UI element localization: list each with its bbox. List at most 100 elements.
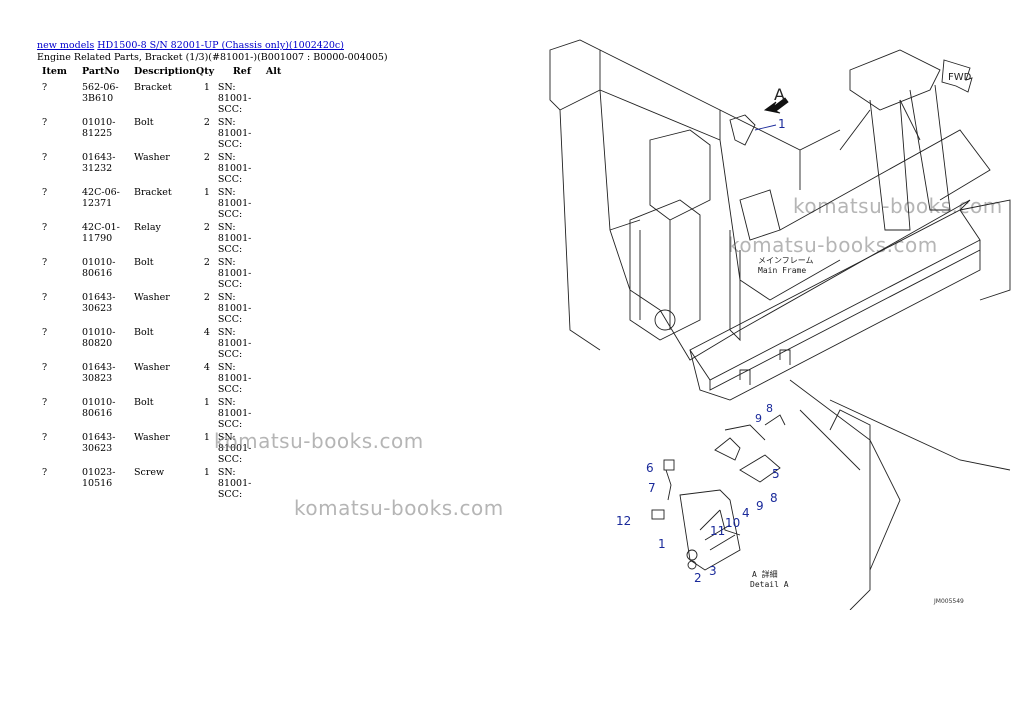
ref-cell: SN: 81001-SCC: [218,220,266,255]
partno-cell: 42C-01-11790 [82,222,120,244]
detail-jp: A 詳細 [752,569,778,579]
ref-serial: SN: 81001- [217,152,252,174]
partno-cell: 01643-30623 [82,292,116,314]
ref-serial: SN: 81001- [217,222,252,244]
description-cell: Bolt [134,397,154,408]
qty-cell: 4 [203,362,210,373]
page-title: Engine Related Parts, Bracket (1/3)(#810… [37,52,388,63]
item-cell: ? [42,82,48,93]
callout-5: 5 [772,467,780,481]
partno-cell: 01643-31232 [82,152,116,174]
breadcrumb-link-model[interactable]: HD1500-8 S/N 82001-UP (Chassis only)(100… [97,40,344,51]
callout-8b: 8 [770,491,778,505]
description-cell: Screw [134,467,165,478]
item-cell: ? [42,292,48,303]
qty-cell: 2 [203,257,210,268]
ref-serial: SN: 81001- [217,257,252,279]
main-frame-jp: メインフレーム [758,256,814,265]
ref-serial: SN: 81001- [217,117,252,139]
item-cell: ? [42,432,48,443]
parts-table: Item PartNo Description Qty Ref Alt ?562… [37,66,296,500]
callout-1: 1 [778,117,786,131]
alt-cell [266,360,296,395]
parts-diagram: FWD A 1 メインフレーム Main Frame 9 8 6 7 5 [540,30,1020,611]
callout-7: 7 [648,481,656,495]
ref-cell: SN: 81001-SCC: [218,465,266,500]
header-item: Item [42,66,67,77]
ref-scc: SCC: [217,279,243,290]
description-cell: Washer [134,362,170,373]
qty-cell: 2 [203,152,210,163]
partno-cell: 01010-80820 [82,327,116,349]
callout-8: 8 [766,402,773,415]
qty-cell: 1 [203,187,210,198]
partno-cell: 01010-81225 [82,117,116,139]
callout-2: 2 [694,571,702,585]
partno-cell: 01010-80616 [82,397,116,419]
partno-cell: 01023-10516 [82,467,116,489]
table-row: ? 42C-01-11790 Relay 2 SN: 81001-SCC: [37,220,296,255]
ref-serial: SN: 81001- [217,292,252,314]
ref-scc: SCC: [217,349,243,360]
ref-cell: SN: 81001-SCC: [218,255,266,290]
ref-serial: SN: 81001- [217,187,252,209]
callout-1b: 1 [658,537,666,551]
callout-9b: 9 [756,499,764,513]
callout-11: 11 [710,524,725,538]
qty-cell: 2 [203,292,210,303]
table-row: ? 01643-30623 Washer 2 SN: 81001-SCC: [37,290,296,325]
qty-cell: 1 [203,467,210,478]
callout-6: 6 [646,461,654,475]
description-cell: Washer [134,432,170,443]
item-cell: ? [42,362,48,373]
header-qty: Qty [195,66,215,77]
header-ref: Ref [232,66,251,77]
description-cell: Bolt [134,257,154,268]
alt-cell [266,395,296,430]
ref-scc: SCC: [217,384,243,395]
ref-serial: SN: 81001- [217,82,252,104]
item-cell: ? [42,117,48,128]
description-cell: Relay [134,222,161,233]
ref-scc: SCC: [217,174,243,185]
ref-scc: SCC: [217,244,243,255]
ref-scc: SCC: [217,314,243,325]
ref-cell: SN: 81001-SCC: [218,395,266,430]
qty-cell: 2 [203,222,210,233]
alt-cell [266,325,296,360]
ref-cell: SN: 81001-SCC: [218,290,266,325]
description-cell: Washer [134,152,170,163]
ref-cell: SN: 81001-SCC: [218,150,266,185]
qty-cell: 1 [203,397,210,408]
ref-cell: SN: 81001-SCC: [218,115,266,150]
ref-serial: SN: 81001- [217,397,252,419]
description-cell: Bracket [134,187,172,198]
ref-scc: SCC: [217,489,243,500]
callout-3: 3 [709,564,717,578]
ref-cell: SN: 81001-SCC: [218,325,266,360]
partno-cell: 42C-06-12371 [82,187,120,209]
ref-serial: SN: 81001- [217,327,252,349]
alt-cell [266,255,296,290]
alt-cell [266,115,296,150]
ref-cell: SN: 81001-SCC: [218,80,266,115]
table-header-row: Item PartNo Description Qty Ref Alt [37,66,296,80]
ref-serial: SN: 81001- [217,467,252,489]
header-partno: PartNo [82,66,120,77]
partno-cell: 01010-80616 [82,257,116,279]
item-cell: ? [42,222,48,233]
header-alt: Alt [265,66,282,77]
qty-cell: 1 [203,82,210,93]
description-cell: Bolt [134,117,154,128]
description-cell: Washer [134,292,170,303]
item-cell: ? [42,467,48,478]
breadcrumb-link-new-models[interactable]: new models [37,40,95,51]
drawing-code: JM005549 [934,598,964,605]
